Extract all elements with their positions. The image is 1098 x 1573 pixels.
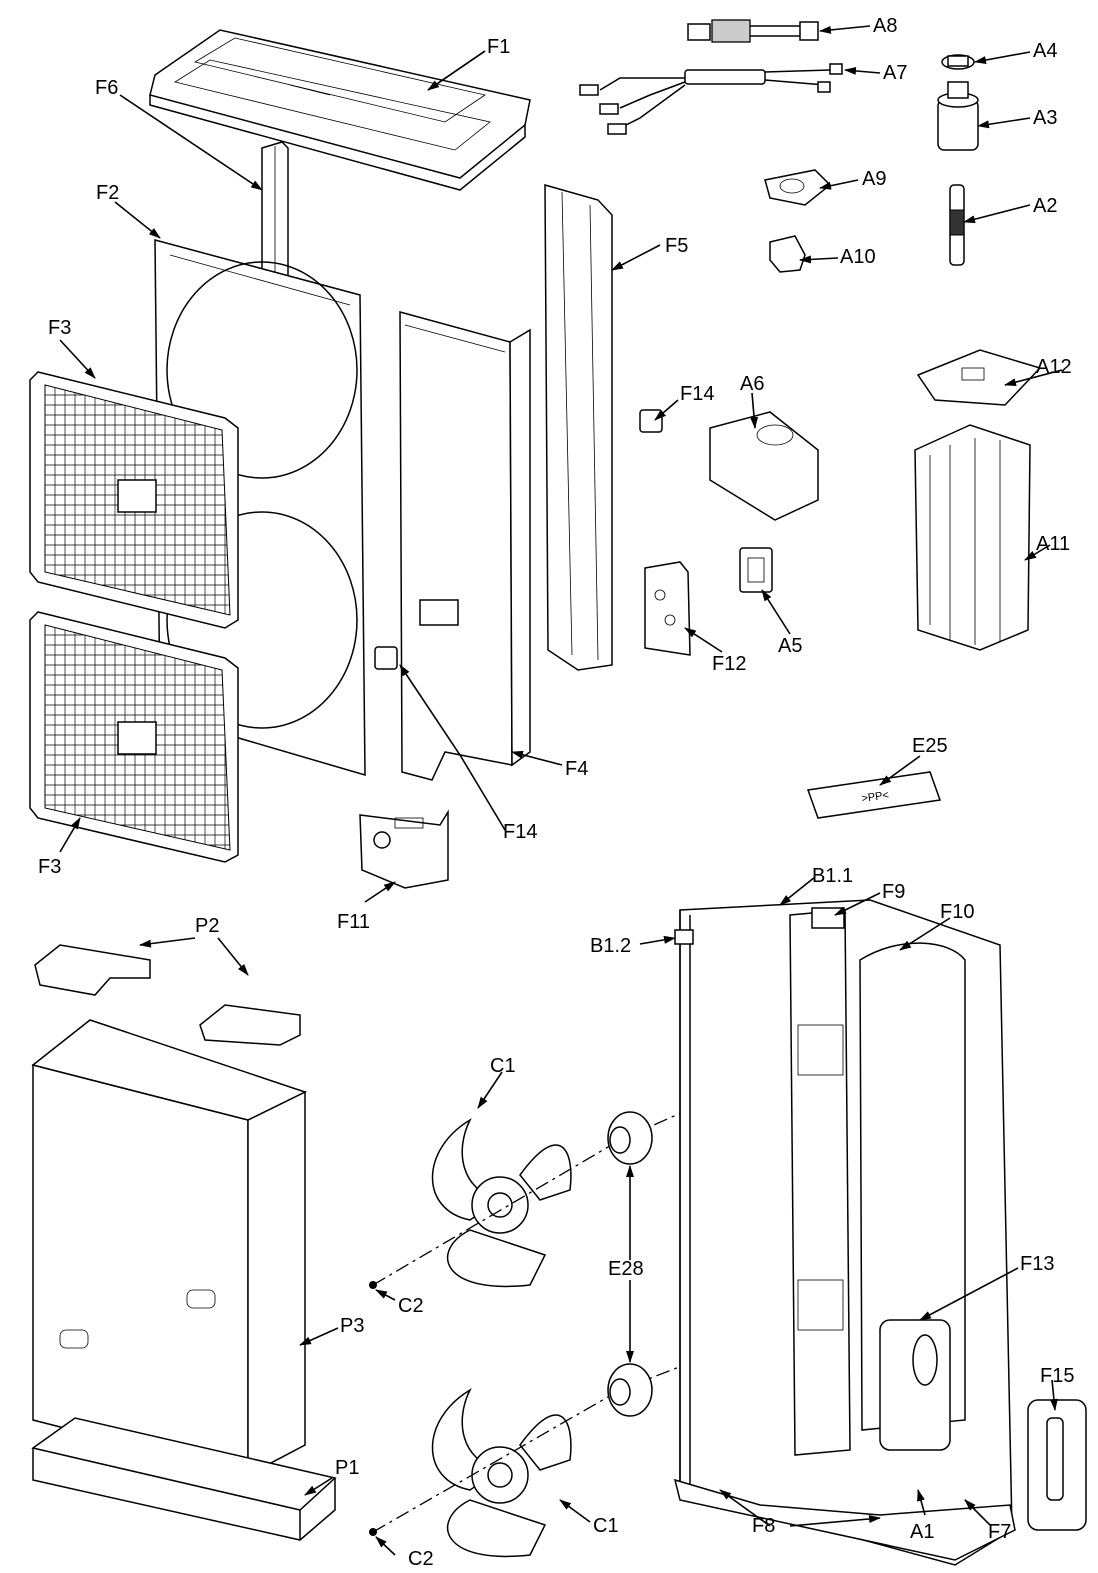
label-f13: F13	[1020, 1253, 1054, 1275]
label-e28: E28	[608, 1258, 644, 1280]
part-f12-plate	[644, 561, 691, 656]
label-e25: E25	[912, 735, 948, 757]
label-b1-2: B1.2	[590, 935, 631, 957]
part-a9-clip	[764, 169, 832, 206]
label-c2-upper: C2	[398, 1295, 424, 1317]
label-a9: A9	[862, 168, 886, 190]
label-a8: A8	[873, 15, 897, 37]
fan-blade-icon	[431, 1118, 572, 1288]
label-f14-upper: F14	[680, 383, 714, 405]
part-p1-pallet	[31, 1417, 337, 1541]
label-f6: F6	[95, 77, 118, 99]
label-p1: P1	[335, 1457, 359, 1479]
part-a3-coil	[937, 81, 979, 151]
part-e25-tag: >PP<	[806, 771, 942, 819]
part-f15-fuse	[1027, 1399, 1087, 1531]
part-f4-front-panel	[399, 311, 531, 781]
label-f3-upper: F3	[48, 317, 71, 339]
fan-guard-icon	[29, 611, 239, 863]
e25-tag-text: >PP<	[861, 789, 890, 805]
part-f1-top-panel	[149, 29, 531, 191]
label-a6: A6	[740, 373, 764, 395]
part-e28-motor-lower	[607, 1363, 653, 1417]
label-f8: F8	[752, 1515, 775, 1537]
label-f3-lower: F3	[38, 856, 61, 878]
part-f5-side-panel	[544, 184, 613, 671]
fan-guard-icon	[29, 371, 239, 629]
label-a2: A2	[1033, 195, 1057, 217]
label-f9: F9	[882, 881, 905, 903]
part-a6-cover	[709, 411, 819, 521]
label-a11: A11	[1036, 533, 1070, 555]
label-b1-1: B1.1	[812, 865, 853, 887]
part-labels: F1 F6 F2 F3 F3 F5 F4 F14 F14 F11 F12 A8 …	[38, 15, 1074, 1570]
part-p3-carton	[31, 1019, 307, 1477]
part-a8-harness	[687, 19, 819, 43]
label-a12: A12	[1036, 356, 1072, 378]
label-a4: A4	[1033, 40, 1057, 62]
part-b1-chassis	[673, 899, 1016, 1566]
label-a5: A5	[778, 635, 802, 657]
part-a5-grommet	[739, 547, 773, 593]
part-a11-jacket	[914, 424, 1031, 651]
fan-blade-icon	[431, 1388, 572, 1558]
part-f11-bracket	[359, 809, 449, 889]
part-a4-nut	[941, 54, 975, 70]
label-f2: F2	[96, 182, 119, 204]
label-a3: A3	[1033, 107, 1057, 129]
label-f7: F7	[988, 1521, 1011, 1543]
label-f12: F12	[712, 653, 746, 675]
part-p2-corner-pads	[34, 944, 301, 1046]
label-a1: A1	[910, 1521, 934, 1543]
part-a12-lid	[916, 349, 1042, 406]
label-p2: P2	[195, 915, 219, 937]
part-a7-harness	[579, 63, 843, 135]
label-c2-lower: C2	[408, 1548, 434, 1570]
part-a10-clip	[769, 235, 806, 273]
part-e28-motor-upper	[607, 1111, 653, 1165]
label-c1-upper: C1	[490, 1055, 516, 1077]
label-a7: A7	[883, 62, 907, 84]
label-f10: F10	[940, 901, 974, 923]
leader-lines	[59, 25, 1063, 1556]
label-f15: F15	[1040, 1365, 1074, 1387]
part-a2-valve-body	[949, 184, 965, 266]
label-f1: F1	[487, 36, 510, 58]
label-c1-lower: C1	[593, 1515, 619, 1537]
label-f11: F11	[337, 911, 370, 933]
label-f14-lower: F14	[503, 821, 537, 843]
label-a10: A10	[840, 246, 876, 268]
label-f5: F5	[665, 235, 688, 257]
label-p3: P3	[340, 1315, 364, 1337]
label-f4: F4	[565, 758, 588, 780]
